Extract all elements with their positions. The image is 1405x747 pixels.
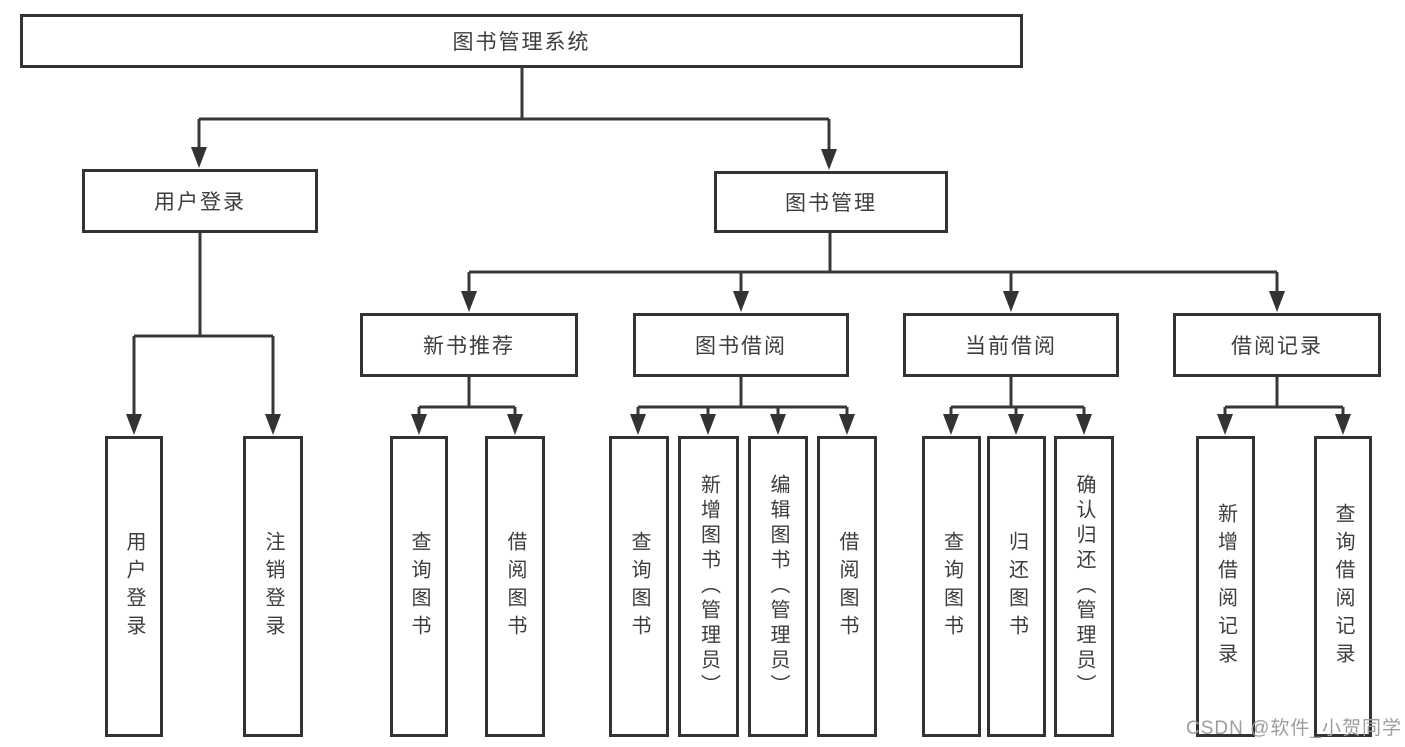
node-book-borrow: 图书借阅 [633,313,849,377]
leaf-label: 查询图书 [408,530,430,643]
arrow-down-icon [1003,291,1019,312]
node-borrow-record-label: 借阅记录 [1231,335,1323,358]
node-leaf-add-record: 新增借阅记录 [1196,436,1255,737]
node-leaf-return-book: 归还图书 [987,436,1046,737]
node-leaf-edit-book: 编辑图书（管理员） [748,436,808,737]
leaf-label: 新增借阅记录 [1214,502,1237,671]
leaf-label: 查询图书 [940,530,963,643]
arrow-down-icon [1335,414,1351,435]
csdn-watermark: CSDN @软件_小贺同学 [1186,718,1402,739]
arrow-down-icon [1076,414,1092,435]
node-book-mgmt: 图书管理 [714,171,948,233]
leaf-label: 查询图书 [628,530,650,643]
node-leaf-query-book-2: 查询图书 [609,436,669,737]
arrow-down-icon [839,414,855,435]
node-new-book-rec: 新书推荐 [360,313,578,377]
arrow-down-icon [461,291,477,312]
node-leaf-borrow-book-2: 借阅图书 [817,436,877,737]
leaf-label: 借阅图书 [504,530,526,643]
arrow-down-icon [821,149,837,170]
arrow-down-icon [770,414,786,435]
leaf-label: 确认归还（管理员） [1073,474,1095,699]
arrow-down-icon [1008,414,1024,435]
node-user-login: 用户登录 [82,169,318,233]
leaf-label: 注销登录 [262,530,284,643]
arrow-down-icon [191,147,207,168]
arrow-down-icon [265,414,281,435]
leaf-label: 新增图书（管理员） [697,474,720,699]
node-root: 图书管理系统 [20,14,1023,68]
node-root-label: 图书管理系统 [452,31,591,54]
node-leaf-user-login: 用户登录 [105,436,163,737]
node-current-borrow-label: 当前借阅 [965,335,1057,358]
arrow-down-icon [733,291,749,312]
node-book-mgmt-label: 图书管理 [785,192,877,215]
node-leaf-query-book-1: 查询图书 [390,436,448,737]
arrow-down-icon [507,414,523,435]
arrow-down-icon [943,414,959,435]
arrow-down-icon [700,414,716,435]
leaf-label: 查询借阅记录 [1332,502,1354,671]
node-borrow-record: 借阅记录 [1173,313,1381,377]
node-leaf-confirm-return: 确认归还（管理员） [1054,436,1114,737]
node-book-borrow-label: 图书借阅 [695,335,787,358]
arrow-down-icon [630,414,646,435]
node-current-borrow: 当前借阅 [903,313,1119,377]
arrowheads-group [126,147,1351,435]
node-leaf-logout: 注销登录 [243,436,303,737]
node-user-login-label: 用户登录 [154,191,246,214]
arrow-down-icon [126,414,142,435]
leaf-label: 归还图书 [1005,530,1028,643]
leaf-label: 用户登录 [123,530,145,643]
node-leaf-query-book-3: 查询图书 [922,436,981,737]
leaf-label: 编辑图书（管理员） [767,474,789,699]
arrow-down-icon [1269,291,1285,312]
leaf-label: 借阅图书 [836,530,858,643]
node-leaf-query-record: 查询借阅记录 [1314,436,1372,737]
node-leaf-add-book: 新增图书（管理员） [678,436,739,737]
node-new-book-rec-label: 新书推荐 [423,335,515,358]
arrow-down-icon [1217,414,1233,435]
arrow-down-icon [411,414,427,435]
node-leaf-borrow-book-1: 借阅图书 [485,436,545,737]
